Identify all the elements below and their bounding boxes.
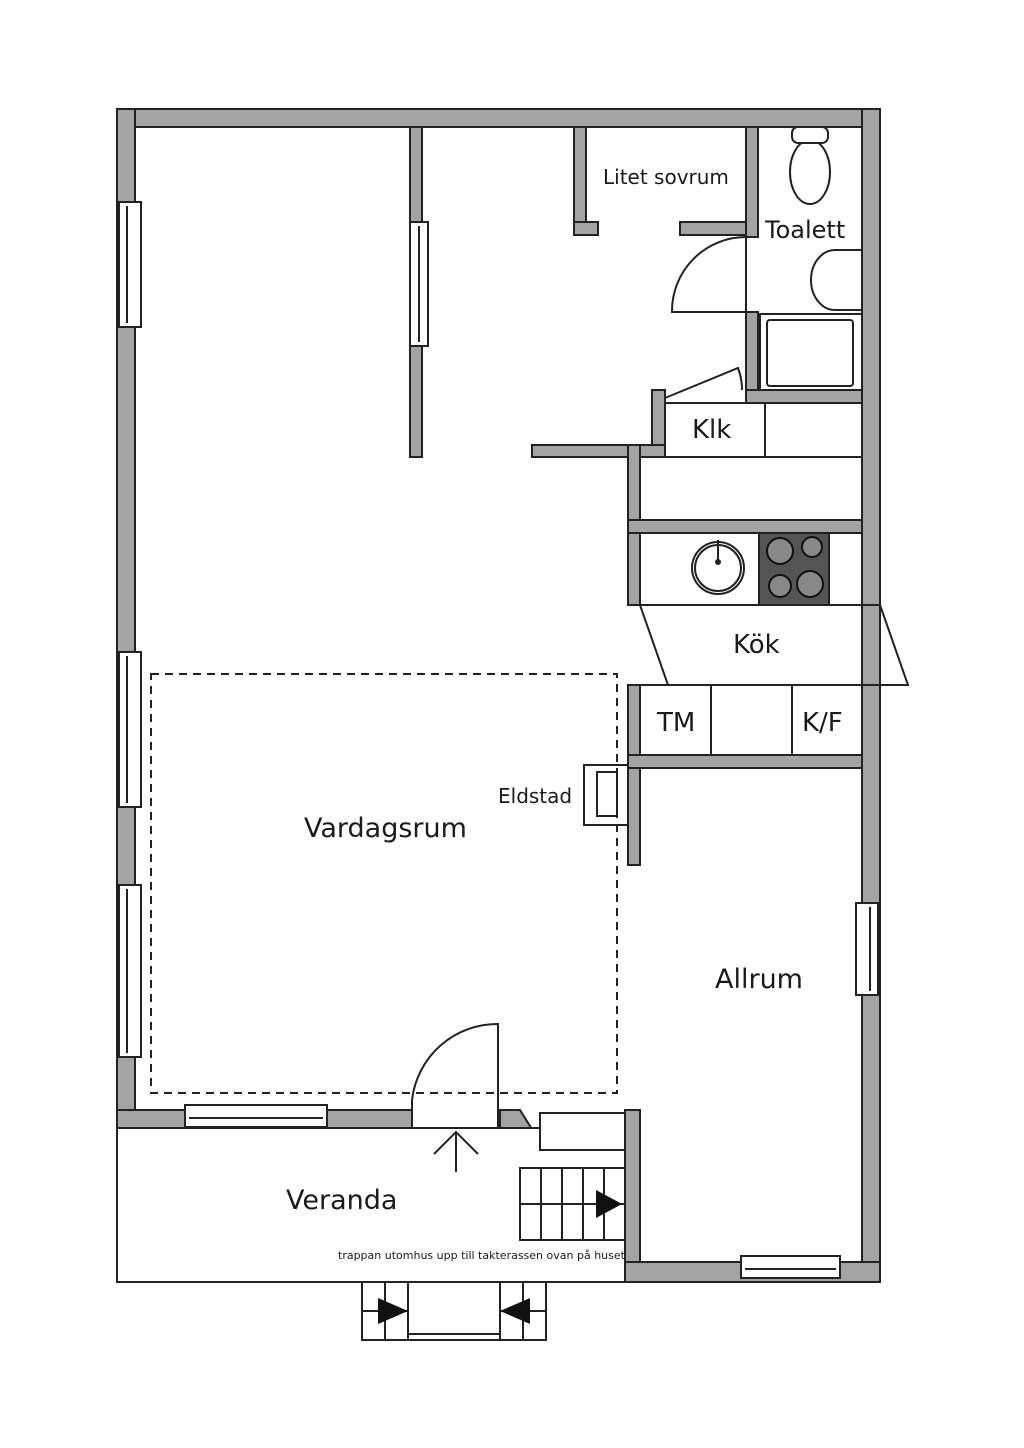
label-kok: Kök [733, 630, 780, 660]
label-kf: K/F [802, 708, 843, 738]
label-veranda: Veranda [286, 1185, 397, 1216]
label-toalett: Toalett [764, 216, 845, 244]
label-klk: Klk [692, 415, 731, 445]
stair-note: trappan utomhus upp till takterassen ova… [338, 1249, 626, 1262]
label-litet-sovrum: Litet sovrum [603, 165, 729, 189]
windows [118, 201, 879, 1279]
labels: Litet sovrum Toalett Klk Kök TM K/F Elds… [286, 165, 845, 1262]
label-allrum: Allrum [715, 964, 803, 995]
label-eldstad: Eldstad [498, 784, 572, 808]
label-vardagsrum: Vardagsrum [304, 813, 467, 844]
fixtures [116, 126, 863, 1341]
label-tm: TM [656, 708, 695, 738]
